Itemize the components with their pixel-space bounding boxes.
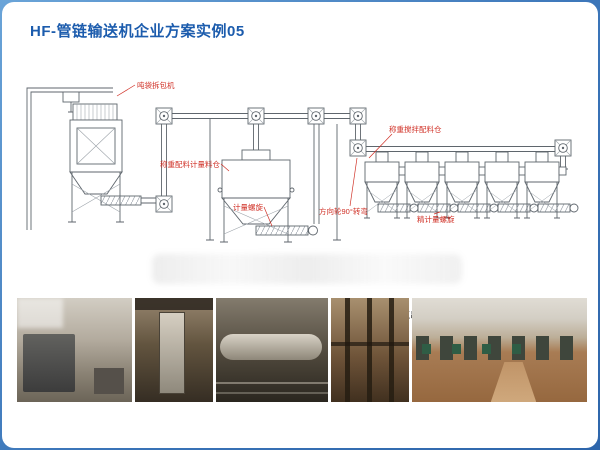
page-title: HF-管链输送机企业方案实例05	[30, 23, 245, 40]
photo-1-window-glow	[17, 298, 63, 328]
site-photo-1	[17, 298, 132, 402]
site-photo-5	[412, 298, 587, 402]
photo-4-scaffold-post	[367, 298, 372, 402]
site-photo-4	[331, 298, 409, 402]
bag-breaker-unit	[26, 87, 156, 230]
photo-2-ceiling-beam-shape	[135, 298, 213, 310]
site-photo-3	[216, 298, 328, 402]
photo-3-conveyor-tank-shape	[220, 334, 322, 360]
label-weigh-batch-silo: 称重配料计量料仓	[160, 159, 220, 169]
site-photo-2	[135, 298, 213, 402]
diagram-annotations: 吨袋拆包机 称重配料计量料仓 称重搅拌配料仓 计量螺旋 方向轮90°转弯 精计量…	[116, 80, 455, 227]
photo-4-scaffold-post	[345, 298, 350, 402]
photo-1-machine-shape	[23, 334, 75, 392]
process-diagram: 吨袋拆包机 称重配料计量料仓 称重搅拌配料仓 计量螺旋 方向轮90°转弯 精计量…	[26, 80, 579, 243]
photo-1-equipment-shape	[94, 368, 124, 394]
photo-strip	[17, 298, 587, 402]
label-metering-screw: 计量螺旋	[233, 202, 263, 212]
photo-4-walkway-shape	[331, 342, 409, 346]
label-weigh-mix-silo: 称重搅拌配料仓	[389, 124, 442, 134]
label-fine-metering-screw: 精计量螺旋	[417, 214, 455, 224]
label-bag-breaker: 吨袋拆包机	[137, 80, 175, 90]
photo-4-scaffold-post	[389, 298, 394, 402]
photo-2-machine-column-shape	[159, 312, 185, 394]
mixing-hopper-row	[363, 151, 579, 219]
label-corner-wheel: 方向轮90°转弯	[319, 206, 368, 216]
photo-5-floor-aisle-shape	[490, 362, 537, 402]
photo-3-railing-shape-2	[216, 392, 328, 394]
photo-5-green-machines-shape	[422, 344, 527, 354]
photo-3-railing-shape	[216, 382, 328, 384]
weigh-batch-silo	[217, 149, 318, 243]
